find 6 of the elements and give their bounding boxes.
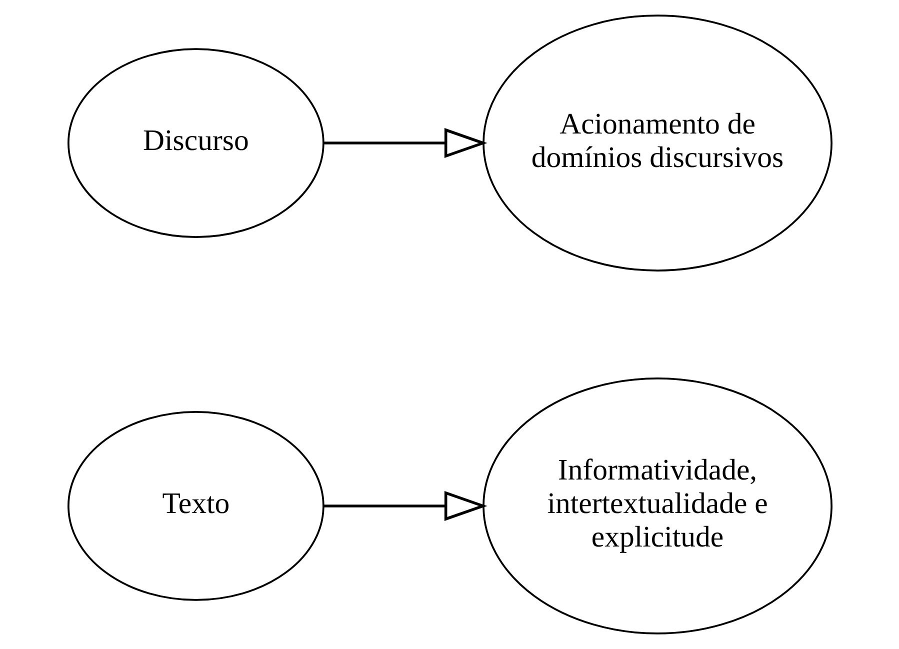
- node-ellipse: Informatividade, intertextualidade e explicitude: [482, 378, 832, 634]
- node-ellipse: Discurso: [67, 48, 324, 238]
- node-ellipse: Texto: [67, 411, 324, 601]
- arrow: [323, 490, 487, 521]
- node-ellipse: Acionamento de domínios discursivos: [482, 14, 832, 272]
- arrow: [323, 128, 487, 158]
